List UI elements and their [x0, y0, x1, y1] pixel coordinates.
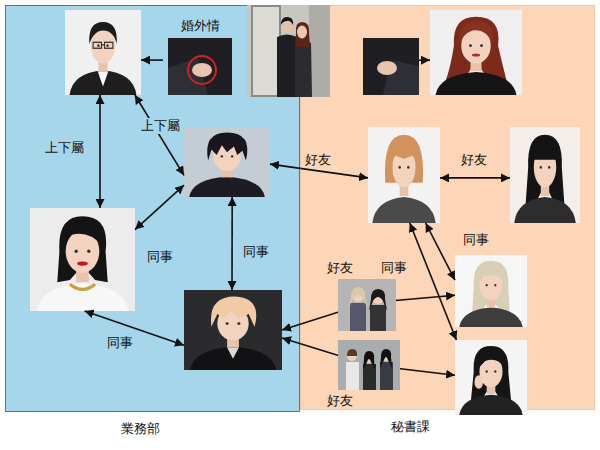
edge-label-holder: 上下屬 [43, 140, 86, 156]
relation-label: 好友 [459, 152, 489, 168]
relation-label: 好友 [325, 260, 355, 276]
edge-label-holder: 同事 [379, 260, 409, 276]
relation-label: 同事 [145, 249, 175, 265]
friends-photo [338, 340, 400, 390]
relation-arrow [231, 197, 233, 290]
region-heading-holder: 業務部 [60, 421, 220, 437]
relation-label: 同事 [379, 260, 409, 276]
relation-arrow [99, 95, 101, 208]
portrait-young-man [184, 127, 270, 197]
portrait-man-glasses [65, 10, 141, 95]
relation-arrow [141, 59, 163, 61]
edge-label-holder: 好友 [325, 260, 355, 276]
edge-label-holder: 好友 [303, 152, 333, 168]
edge-label-holder: 上下屬 [139, 118, 182, 134]
edge-label-holder: 同事 [105, 335, 135, 351]
relation-arrow [135, 185, 184, 230]
region-heading: 秘書課 [330, 419, 490, 435]
edge-label-holder: 好友 [459, 152, 489, 168]
hand-photo [168, 38, 232, 95]
edge-label-holder: 好友 [325, 393, 355, 409]
couple-photo [247, 5, 330, 97]
relation-label: 同事 [105, 335, 135, 351]
portrait-blond-girl [455, 255, 527, 327]
relation-label: 同事 [241, 244, 271, 260]
relation-label: 好友 [303, 152, 333, 168]
edge-label-holder: 同事 [145, 249, 175, 265]
portrait-bangs-girl [510, 127, 580, 223]
relation-label: 上下屬 [139, 118, 182, 134]
region-heading-holder: 秘書課 [330, 419, 490, 435]
portrait-ginger-girl [368, 127, 440, 223]
region-heading: 業務部 [60, 421, 220, 437]
edge-label-holder: 同事 [241, 244, 271, 260]
relation-label: 好友 [325, 393, 355, 409]
portrait-red-hair [430, 10, 522, 95]
friends-photo [338, 279, 396, 331]
node-label-holder: 婚外情 [163, 18, 237, 34]
portrait-woman [30, 208, 135, 311]
relation-arrow [440, 177, 510, 179]
relation-label: 同事 [461, 232, 491, 248]
relation-arrow [419, 59, 430, 61]
node-label: 婚外情 [163, 18, 237, 34]
portrait-dark-woman [455, 340, 527, 415]
portrait-blonde-man [184, 290, 282, 370]
relation-arrow [410, 223, 457, 340]
edge-label-holder: 同事 [461, 232, 491, 248]
relation-label: 上下屬 [43, 140, 86, 156]
hand-photo [363, 38, 419, 95]
relation-arrow [135, 95, 184, 175]
